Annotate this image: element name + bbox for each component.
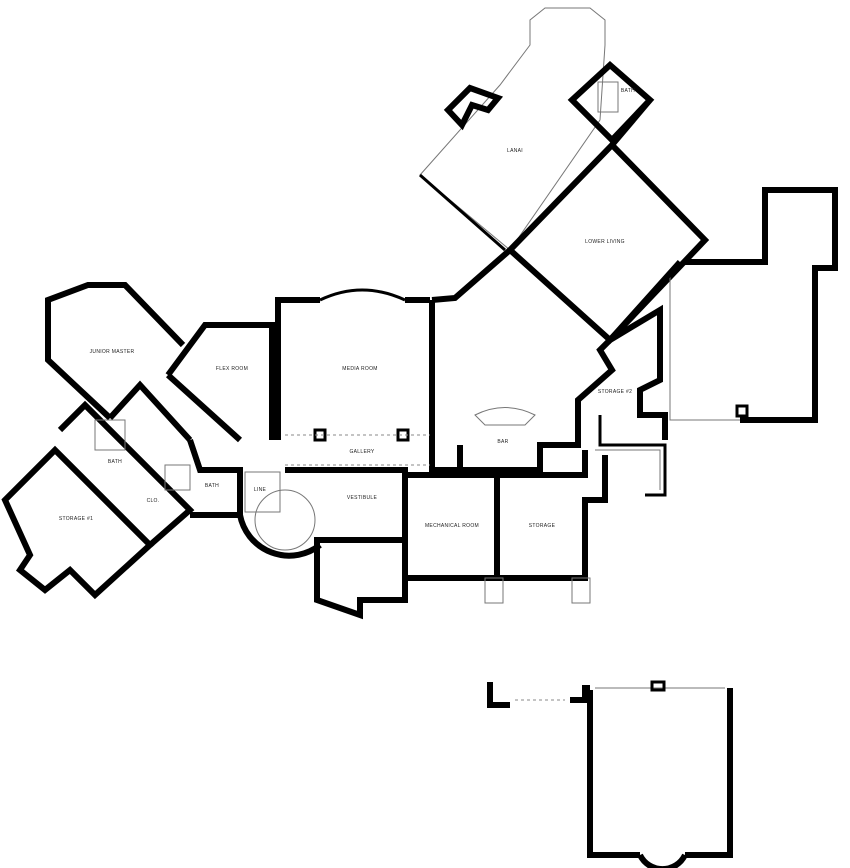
lower-living-room [505,98,710,345]
label-media-room: MEDIA ROOM [342,366,378,372]
label-mechanical-room: MECHANICAL ROOM [425,523,479,529]
room-labels: LANAI BATH LOWER LIVING JUNIOR MASTER FL… [59,88,635,529]
label-storage-2: STORAGE #2 [598,389,632,395]
detached-structure [487,680,733,868]
label-line: LINE [254,487,267,493]
flex-room [165,322,275,443]
label-bar: BAR [497,439,508,445]
label-vestibule: VESTIBULE [347,495,378,501]
label-bath-small: BATH [205,483,219,489]
label-bath-left: BATH [108,459,122,465]
label-flex-room: FLEX ROOM [216,366,248,372]
label-junior-master: JUNIOR MASTER [90,349,135,355]
top-bath [567,60,655,145]
bath-suite [57,400,243,548]
label-bath-top: BATH [621,88,635,94]
media-room [275,288,430,466]
bar-area [429,300,667,497]
lanai-area [419,7,606,303]
label-storage-1: STORAGE #1 [59,516,93,522]
label-clo: CLO. [147,498,160,504]
junior-master [45,282,193,443]
label-storage: STORAGE [529,523,556,529]
storage-1 [1,445,155,600]
label-lanai: LANAI [507,148,523,154]
label-lower-living: LOWER LIVING [585,239,625,245]
mechanical-and-storage [402,450,608,604]
label-gallery: GALLERY [349,449,374,455]
garage-right [607,187,838,440]
